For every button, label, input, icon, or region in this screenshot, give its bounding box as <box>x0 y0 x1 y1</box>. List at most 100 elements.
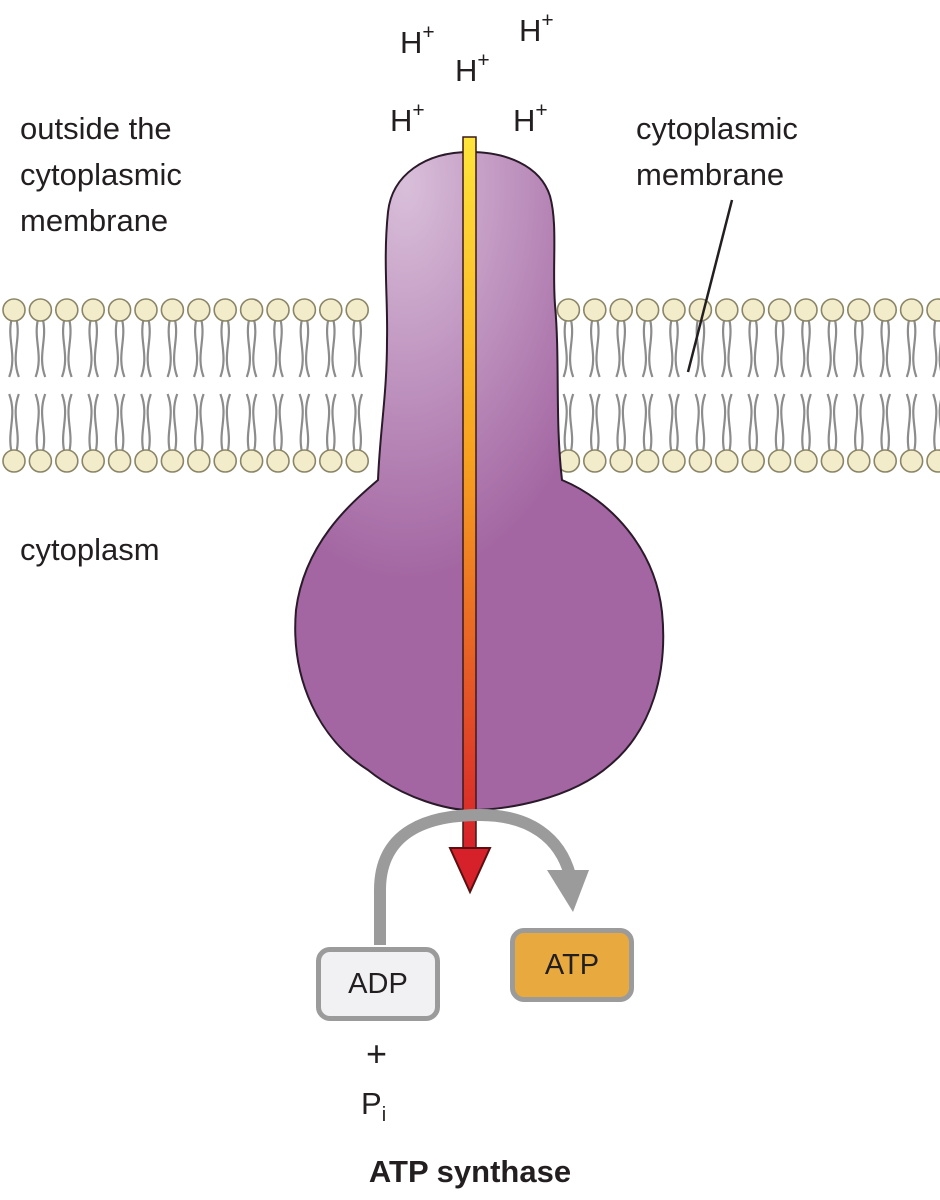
lipid-head <box>2 298 26 322</box>
lipid-head <box>28 298 53 322</box>
proton-label: H+ <box>390 100 425 138</box>
lipid-tail <box>674 393 680 453</box>
lipid-head <box>213 298 237 322</box>
lipid-tail <box>800 318 806 378</box>
membrane-label-line-2: membrane <box>636 157 785 192</box>
lipid-head <box>714 298 739 322</box>
lipid-tail <box>298 393 304 453</box>
lipid-head <box>926 449 940 473</box>
lipid-tail <box>166 393 172 453</box>
lipid-tail <box>701 393 707 453</box>
lipid-tail <box>912 318 918 378</box>
lipid-tail <box>747 393 753 453</box>
lipid-tail <box>747 318 753 378</box>
outside-label-line-2: cytoplasmic <box>20 157 182 192</box>
lipid-tail <box>113 393 119 453</box>
lipid-tail <box>305 318 311 378</box>
lipid-tail <box>173 393 179 453</box>
membrane-label-line-1: cytoplasmic <box>636 111 798 146</box>
lipid-head <box>81 298 105 322</box>
lipid-tail <box>595 318 601 378</box>
lipid-head <box>213 449 237 473</box>
lipid-tail <box>324 393 331 453</box>
lipid-tail <box>648 318 654 378</box>
proton-charge: + <box>422 20 435 44</box>
lipid-head <box>556 298 581 322</box>
lipid-tail <box>595 393 601 453</box>
lipid-head <box>55 298 79 322</box>
lipid-head <box>688 449 713 473</box>
lipid-tail <box>120 318 126 378</box>
proton-charge: + <box>412 98 425 122</box>
lipid-tail <box>219 318 225 378</box>
lipid-tail <box>562 318 568 378</box>
proton-flow-arrowhead <box>448 847 492 895</box>
lipid-head <box>767 298 792 322</box>
lipid-head <box>794 449 818 473</box>
lipid-head <box>926 298 940 322</box>
lipid-head <box>81 449 105 473</box>
lipid-tail <box>615 318 621 378</box>
lipid-tail <box>245 393 251 453</box>
membrane-lipid-tails <box>8 318 940 453</box>
lipid-head <box>714 449 739 473</box>
proton-label: H+ <box>455 50 490 88</box>
lipid-tail <box>146 318 152 378</box>
membrane-lipid-heads <box>2 298 940 473</box>
lipid-tail <box>727 318 733 378</box>
proton-label: H+ <box>513 100 548 138</box>
lipid-tail <box>621 393 628 453</box>
lipid-tail <box>833 318 839 378</box>
lipid-head <box>767 449 792 473</box>
lipid-head <box>28 449 53 473</box>
lipid-tail <box>720 318 727 378</box>
proton-label: H+ <box>519 10 554 48</box>
proton-symbol: H <box>513 103 536 138</box>
lipid-tail <box>773 393 779 453</box>
proton-label: H+ <box>400 22 435 60</box>
proton-symbol: H <box>390 103 413 138</box>
proton-charge: + <box>535 98 548 122</box>
lipid-head <box>688 298 713 322</box>
lipid-head <box>266 298 290 322</box>
lipid-head <box>345 298 370 322</box>
outside-label-line-1: outside the <box>20 111 172 146</box>
lipid-head <box>846 449 871 473</box>
proton-charge: + <box>541 8 554 32</box>
lipid-head <box>55 449 79 473</box>
lipid-tail <box>225 318 232 378</box>
lipid-tail <box>93 318 100 378</box>
lipid-tail <box>641 393 647 453</box>
lipid-head <box>318 449 343 473</box>
adp-label: ADP <box>348 967 408 1000</box>
lipid-tail <box>67 393 73 453</box>
adp-to-atp-curved-arrow <box>374 808 576 945</box>
lipid-head <box>635 449 660 473</box>
figure-caption: ATP synthase <box>368 1154 572 1189</box>
lipid-tail <box>14 393 20 453</box>
atp-label: ATP <box>544 948 600 981</box>
lipid-tail <box>694 393 700 453</box>
lipid-tail <box>615 393 621 453</box>
lipid-head <box>899 298 924 322</box>
lipid-tail <box>588 318 595 378</box>
inorganic-phosphate-label: Pi <box>361 1086 386 1133</box>
lipid-tail <box>278 318 284 378</box>
lipid-head <box>318 298 343 322</box>
lipid-tail <box>668 393 674 453</box>
lipid-tail <box>879 393 885 453</box>
atp-synthase-protein <box>294 150 665 812</box>
lipid-head <box>292 449 317 473</box>
lipid-head <box>187 298 211 322</box>
lipid-tail <box>727 393 733 453</box>
lipid-head <box>187 449 211 473</box>
lipid-tail <box>245 318 251 378</box>
lipid-tail <box>34 393 40 453</box>
curved-arrowhead <box>547 870 589 912</box>
lipid-head <box>741 298 766 322</box>
lipid-tail <box>146 393 152 453</box>
lipid-tail <box>773 318 779 378</box>
lipid-tail <box>826 393 832 453</box>
lipid-head <box>345 449 370 473</box>
lipid-tail <box>93 393 100 453</box>
